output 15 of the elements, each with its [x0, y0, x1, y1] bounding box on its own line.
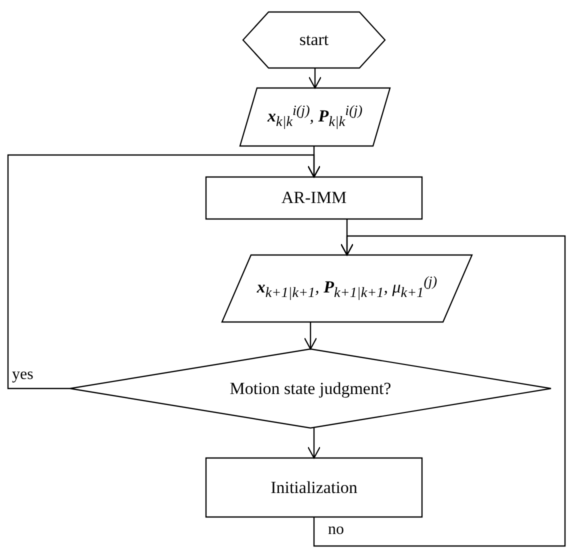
- arrow: [313, 235, 566, 547]
- process-box: [206, 177, 422, 219]
- decision-diamond: [70, 349, 551, 428]
- start-terminal: [243, 12, 385, 68]
- node-label: Motion state judgment?: [230, 378, 392, 398]
- node-label: start: [299, 30, 329, 50]
- process-box: [206, 458, 422, 517]
- node-label: Initialization: [270, 478, 358, 498]
- arrow: [308, 68, 322, 89]
- node-label: AR-IMM: [281, 188, 347, 208]
- data-parallelogram: [222, 255, 472, 322]
- data-parallelogram: [240, 88, 390, 146]
- arrow: [7, 154, 321, 390]
- arrow: [307, 428, 321, 459]
- arrow: [304, 322, 318, 350]
